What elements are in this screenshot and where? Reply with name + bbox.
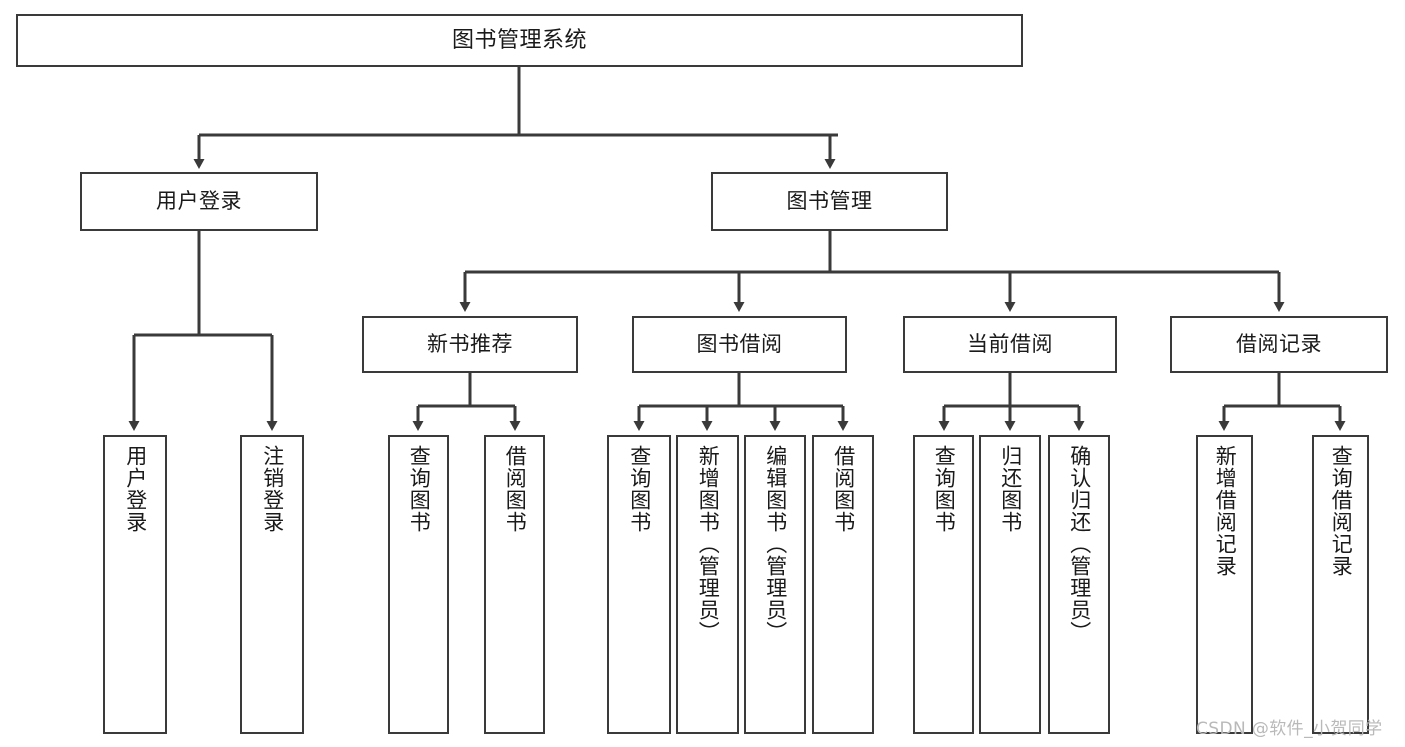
node-label: 用户登录 [123, 445, 148, 533]
node-label: 确认归还（管理员） [1067, 445, 1092, 643]
leaf-return-book[interactable]: 归还图书 [979, 435, 1041, 734]
node-root-system[interactable]: 图书管理系统 [16, 14, 1023, 67]
leaf-user-logout[interactable]: 注销登录 [240, 435, 304, 734]
leaf-query-book-recommend[interactable]: 查询图书 [388, 435, 449, 734]
node-label: 借阅图书 [503, 445, 528, 533]
node-label: 编辑图书（管理员） [763, 445, 788, 643]
node-label: 图书管理 [786, 189, 873, 214]
node-label: 图书借阅 [696, 332, 783, 357]
node-label: 借阅记录 [1236, 332, 1322, 357]
node-current-borrow[interactable]: 当前借阅 [903, 316, 1117, 373]
node-book-manage[interactable]: 图书管理 [711, 172, 948, 231]
node-label: 当前借阅 [967, 332, 1053, 357]
node-borrow-record[interactable]: 借阅记录 [1170, 316, 1388, 373]
node-label: 新增借阅记录 [1213, 445, 1238, 577]
leaf-query-borrow-record[interactable]: 查询借阅记录 [1312, 435, 1369, 734]
node-user-login[interactable]: 用户登录 [80, 172, 318, 231]
node-label: 新增图书（管理员） [696, 445, 721, 643]
node-label: 查询图书 [932, 445, 957, 533]
leaf-add-book[interactable]: 新增图书（管理员） [676, 435, 739, 734]
leaf-borrow-book-recommend[interactable]: 借阅图书 [484, 435, 545, 734]
node-label: 查询图书 [627, 445, 652, 533]
node-label: 查询借阅记录 [1329, 445, 1354, 577]
node-label: 图书管理系统 [451, 27, 587, 53]
leaf-add-borrow-record[interactable]: 新增借阅记录 [1196, 435, 1253, 734]
node-label: 新书推荐 [427, 332, 513, 357]
leaf-edit-book[interactable]: 编辑图书（管理员） [744, 435, 806, 734]
leaf-query-book-current[interactable]: 查询图书 [913, 435, 974, 734]
node-label: 借阅图书 [831, 445, 856, 533]
node-label: 注销登录 [260, 445, 285, 533]
node-label: 用户登录 [156, 189, 242, 214]
leaf-query-book-borrow[interactable]: 查询图书 [607, 435, 671, 734]
leaf-user-login[interactable]: 用户登录 [103, 435, 167, 734]
node-book-borrow[interactable]: 图书借阅 [632, 316, 847, 373]
leaf-confirm-return[interactable]: 确认归还（管理员） [1048, 435, 1110, 734]
leaf-borrow-book[interactable]: 借阅图书 [812, 435, 874, 734]
node-label: 查询图书 [407, 445, 432, 533]
node-label: 归还图书 [998, 445, 1023, 533]
node-new-book-recommend[interactable]: 新书推荐 [362, 316, 578, 373]
